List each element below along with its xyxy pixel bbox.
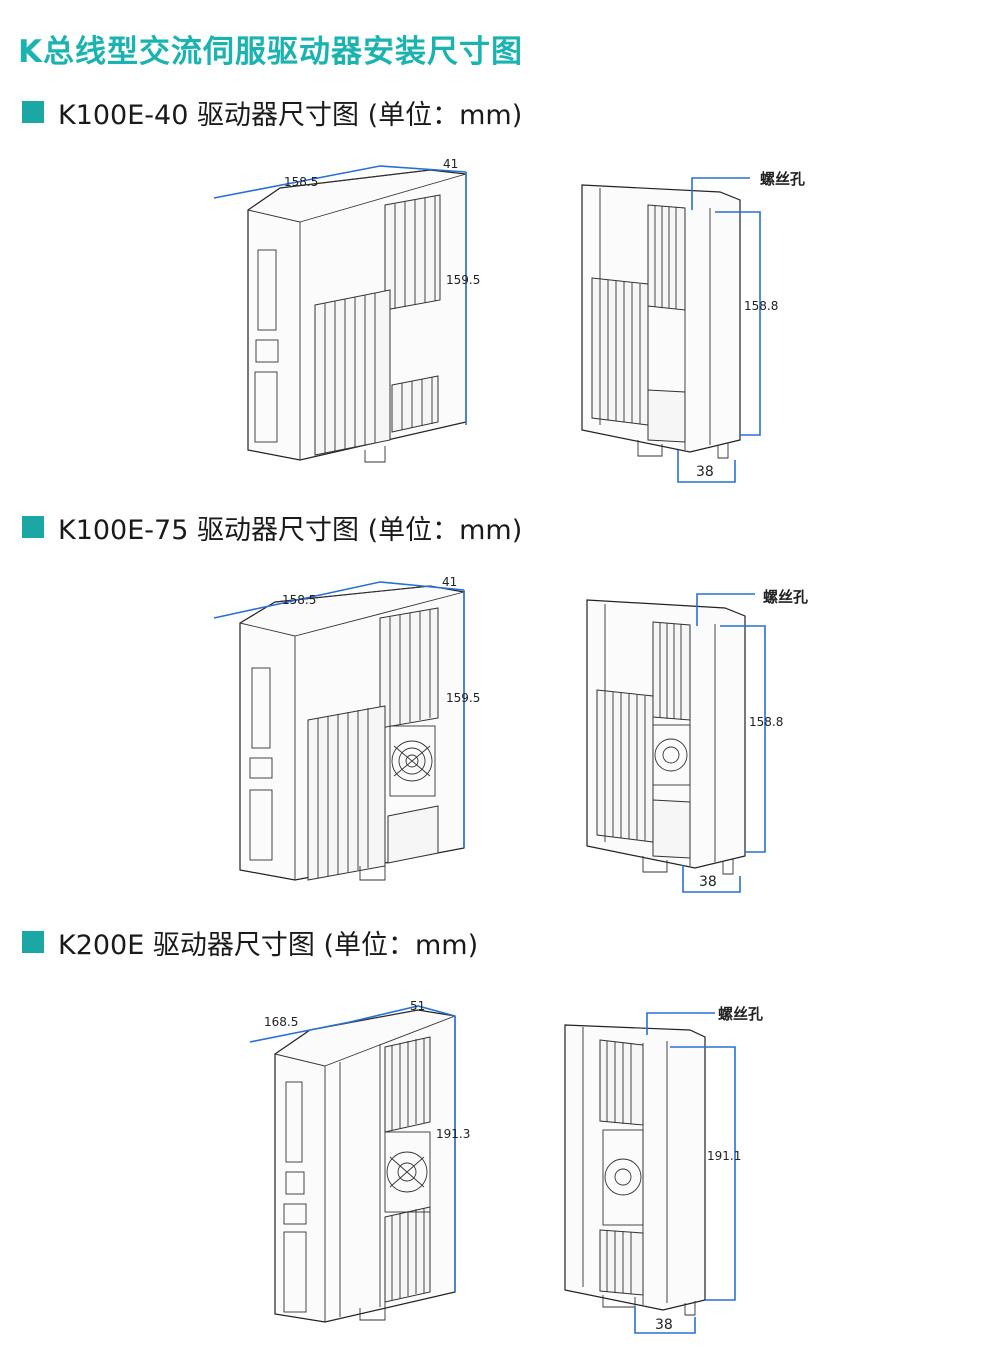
heatsink-fins bbox=[652, 621, 691, 721]
side-view-k200e: 螺丝孔 191.1 38 bbox=[564, 1005, 763, 1334]
section-header-k200e: K200E 驱动器尺寸图 (单位：mm) bbox=[22, 922, 478, 962]
front-view-k100e-40: 158.5 41 159.5 bbox=[213, 157, 480, 463]
height-dimension: 159.5 bbox=[446, 691, 480, 705]
cooling-fan-icon bbox=[384, 1131, 431, 1213]
width-dimension: 38 bbox=[696, 464, 714, 480]
depth-dimension: 158.5 bbox=[282, 593, 316, 607]
section-title: K200E 驱动器尺寸图 (单位：mm) bbox=[58, 929, 479, 961]
width-dimension: 41 bbox=[442, 575, 457, 589]
screw-hole-label: 螺丝孔 bbox=[763, 588, 808, 606]
height-dimension: 158.8 bbox=[749, 715, 783, 729]
screw-hole-label: 螺丝孔 bbox=[718, 1005, 763, 1023]
section-title: K100E-40 驱动器尺寸图 (单位：mm) bbox=[58, 99, 523, 131]
bullet-square-icon bbox=[22, 516, 44, 538]
width-dimension: 38 bbox=[655, 1317, 673, 1333]
side-view-k100e-75: 螺丝孔 158.8 38 bbox=[586, 588, 808, 893]
dimension-line bbox=[213, 581, 465, 619]
port-icon bbox=[255, 339, 279, 363]
dimension-line bbox=[720, 625, 766, 853]
cooling-fan-icon bbox=[602, 1129, 644, 1226]
cooling-fan-icon bbox=[652, 724, 691, 786]
bullet-square-icon bbox=[22, 931, 44, 953]
hole-leader-line bbox=[696, 593, 755, 626]
terminal-block-icon bbox=[283, 1231, 307, 1313]
db-connector-icon bbox=[285, 1081, 303, 1163]
dimension-line bbox=[677, 450, 736, 483]
front-view-k200e: 168.5 51 191.3 bbox=[249, 999, 470, 1323]
dimension-line bbox=[715, 211, 761, 436]
depth-dimension: 168.5 bbox=[264, 1015, 298, 1029]
port-icon bbox=[285, 1171, 305, 1195]
hole-leader-line bbox=[691, 177, 750, 210]
bullet-square-icon bbox=[22, 101, 44, 123]
depth-dimension: 158.5 bbox=[284, 175, 318, 189]
screw-hole-label: 螺丝孔 bbox=[760, 170, 805, 188]
height-dimension: 191.1 bbox=[707, 1149, 741, 1163]
heatsink-fins bbox=[314, 194, 441, 456]
port-icon bbox=[249, 757, 273, 779]
section-title: K100E-75 驱动器尺寸图 (单位：mm) bbox=[58, 514, 523, 546]
dimension-line bbox=[682, 865, 741, 893]
heatsink-fins bbox=[647, 204, 686, 311]
hole-leader-line bbox=[646, 1012, 715, 1035]
port-icon bbox=[283, 1203, 307, 1225]
cooling-fan-icon bbox=[389, 725, 436, 797]
width-dimension: 38 bbox=[699, 874, 717, 890]
heatsink-fins bbox=[307, 607, 439, 881]
db-connector-icon bbox=[257, 249, 277, 331]
dimension-line bbox=[634, 1307, 696, 1334]
side-view-k100e-40: 螺丝孔 158.8 38 bbox=[581, 170, 805, 483]
section-header-k100e-75: K100E-75 驱动器尺寸图 (单位：mm) bbox=[22, 507, 522, 547]
terminal-block-icon bbox=[254, 371, 278, 443]
page-title: K总线型交流伺服驱动器安装尺寸图 bbox=[18, 34, 524, 70]
height-dimension: 159.5 bbox=[446, 273, 480, 287]
dimension-line bbox=[213, 165, 467, 199]
db-connector-icon bbox=[251, 667, 271, 749]
terminal-block-icon bbox=[249, 789, 273, 861]
height-dimension: 158.8 bbox=[744, 299, 778, 313]
width-dimension: 41 bbox=[443, 157, 458, 171]
width-dimension: 51 bbox=[410, 999, 425, 1013]
heatsink-fins bbox=[384, 1036, 431, 1303]
dimension-line bbox=[670, 1046, 736, 1301]
front-view-k100e-75: 158.5 41 159.5 bbox=[213, 575, 480, 881]
height-dimension: 191.3 bbox=[436, 1127, 470, 1141]
dimension-line bbox=[249, 1005, 456, 1043]
section-header-k100e-40: K100E-40 驱动器尺寸图 (单位：mm) bbox=[22, 92, 522, 132]
heatsink-fins bbox=[599, 1039, 644, 1126]
